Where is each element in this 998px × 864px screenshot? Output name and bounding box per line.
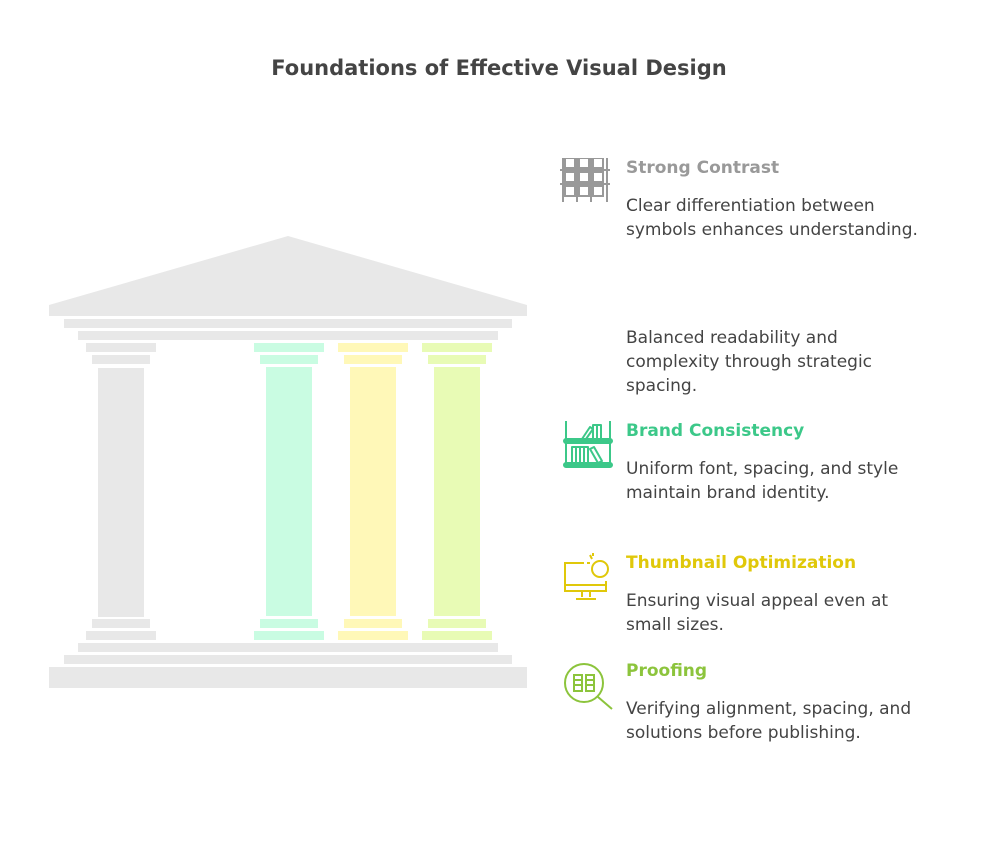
item-body: Verifying alignment, spacing, and soluti… <box>626 699 912 743</box>
temple-entablature-1 <box>64 319 512 328</box>
item-heading: Proofing <box>626 661 708 681</box>
item-strong-contrast: Strong Contrast Clear differentiation be… <box>560 158 980 268</box>
grid-icon <box>560 158 610 202</box>
item-proofing: Proofing Verifying alignment, spacing, a… <box>560 661 980 771</box>
item-body: Uniform font, spacing, and style maintai… <box>626 459 899 503</box>
temple-base-3 <box>49 667 527 688</box>
item-heading: Strong Contrast <box>626 158 780 178</box>
temple-entablature-2 <box>78 331 498 340</box>
proofing-magnifier-icon <box>564 663 613 710</box>
item-heading: Brand Consistency <box>626 421 805 441</box>
pillar-5-lime <box>422 343 492 640</box>
item-body: Ensuring visual appeal even at small siz… <box>626 591 889 635</box>
item-thumbnail-optimization: Thumbnail Optimization Ensuring visual a… <box>560 553 980 643</box>
pillar-4-yellow <box>338 343 408 640</box>
pillar-1 <box>86 343 156 640</box>
bookshelf-icon <box>563 421 613 468</box>
temple-pediment <box>49 236 527 316</box>
item-heading: Thumbnail Optimization <box>626 553 857 573</box>
page-title: Foundations of Effective Visual Design <box>271 56 727 80</box>
item-balanced-readability: Balanced readability and complexity thro… <box>560 290 980 396</box>
item-body: Balanced readability and complexity thro… <box>626 328 873 396</box>
monitor-magnifier-icon <box>564 553 609 600</box>
item-body: Clear differentiation between symbols en… <box>626 196 918 240</box>
temple-base-1 <box>78 643 498 652</box>
temple-base-2 <box>64 655 512 664</box>
item-brand-consistency: Brand Consistency Uniform font, spacing,… <box>560 421 980 531</box>
pillar-3-green <box>254 343 324 640</box>
